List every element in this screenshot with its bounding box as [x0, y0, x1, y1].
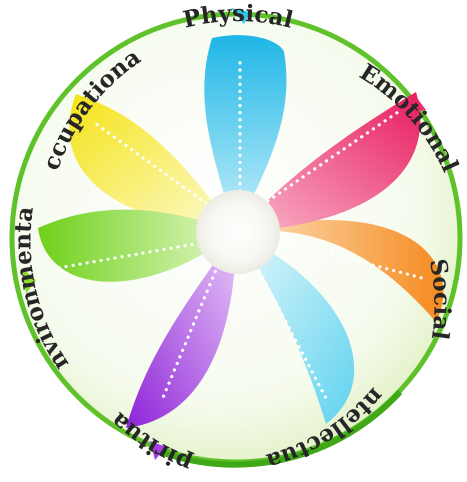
center-hub: [196, 190, 280, 274]
label-social: Social: [424, 257, 456, 342]
